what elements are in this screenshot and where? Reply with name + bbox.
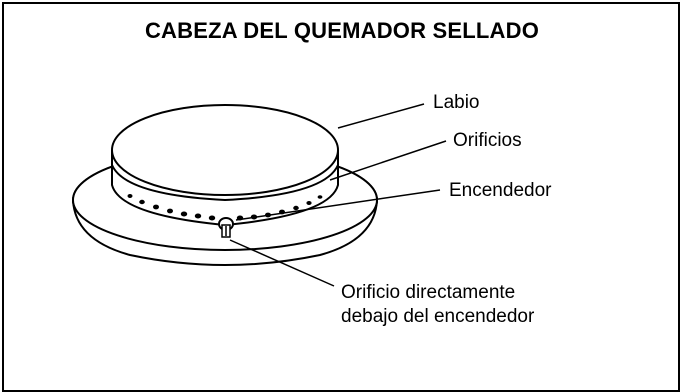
leader-labio — [337, 103, 425, 129]
label-orificio-line2: debajo del encendedor — [341, 306, 535, 327]
igniter — [218, 217, 234, 238]
diagram-title: CABEZA DEL QUEMADOR SELLADO — [144, 18, 540, 43]
leader-orificio-debajo — [229, 239, 335, 287]
label-orificio-line1: Orificio directamente — [341, 282, 516, 303]
label-orificios: Orificios — [453, 130, 522, 151]
burner-cap-top — [111, 104, 339, 196]
label-labio: Labio — [433, 92, 480, 113]
label-orificio-debajo: Orificio directamente debajo del encende… — [341, 281, 534, 329]
label-encendedor: Encendedor — [449, 180, 552, 201]
leader-encendedor — [235, 189, 441, 221]
leader-orificios — [329, 140, 447, 181]
